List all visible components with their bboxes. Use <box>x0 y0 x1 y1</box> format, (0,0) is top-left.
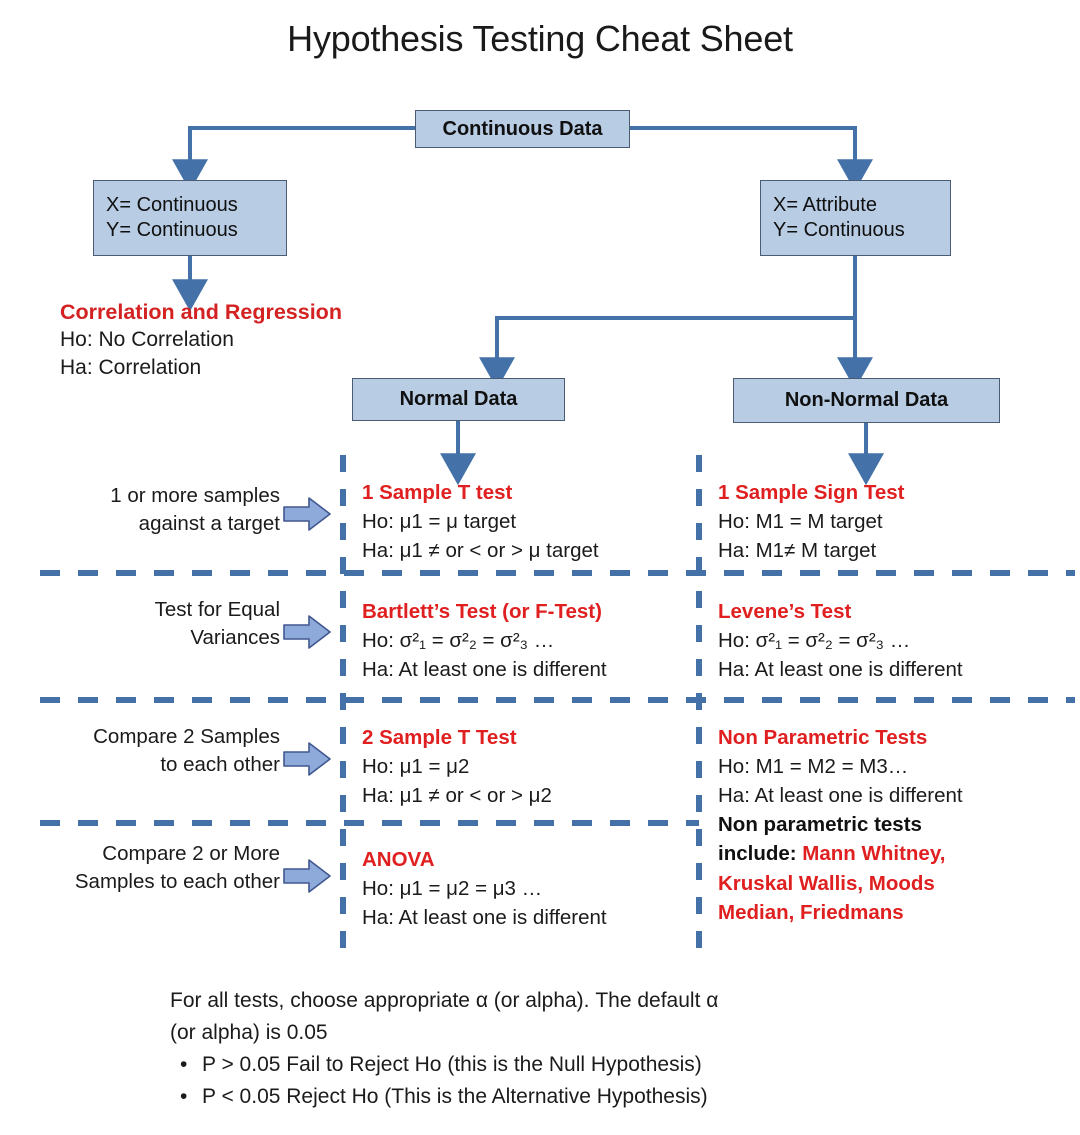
scenario-label-1-line2: Variances <box>190 625 280 649</box>
correlation-ho: Ho: No Correlation <box>60 328 234 352</box>
test-ha: Ha: At least one is different <box>362 658 607 682</box>
test-ho: Ho: μ1 = μ2 <box>362 755 470 779</box>
scenario-label-3-line1: Compare 2 or More <box>102 842 280 865</box>
node-xc-line2: Y= Continuous <box>106 219 238 241</box>
footer-line-2: (or alpha) is 0.05 <box>170 1020 328 1044</box>
node-xc-line1: X= Continuous <box>106 194 238 216</box>
test-heading: Bartlett’s Test (or F-Test) <box>362 600 602 623</box>
footer-bullet-1: P > 0.05 Fail to Reject Ho (this is the … <box>180 1049 970 1081</box>
test-cell-nonnormal-levenes: Levene’s Test Ho: σ²₁ = σ²₂ = σ²₃ … Ha: … <box>718 597 1070 684</box>
test-ho-terms: σ²₁ = σ²₂ = σ²₃ … <box>399 629 555 653</box>
test-ha: Ha: μ1 ≠ or < or > μ target <box>362 539 599 563</box>
right-block-arrow-icon <box>283 497 331 531</box>
test-heading: 2 Sample T Test <box>362 726 517 749</box>
node-x-continuous-y-continuous: X= Continuous Y= Continuous <box>93 180 287 256</box>
test-heading: Levene’s Test <box>718 600 852 623</box>
node-normal-data-label: Normal Data <box>399 388 518 410</box>
test-ho: Ho: μ1 = μ2 = μ3 … <box>362 877 543 901</box>
correlation-ha: Ha: Correlation <box>60 356 202 380</box>
test-ho-prefix: Ho: <box>362 629 400 653</box>
footer-bullet-list: P > 0.05 Fail to Reject Ho (this is the … <box>170 1049 970 1113</box>
nonparametric-note-tests-line3: Median, Friedmans <box>718 900 904 924</box>
node-non-normal-data: Non-Normal Data <box>733 378 1000 423</box>
test-ho: Ho: M1 = M2 = M3… <box>718 755 909 779</box>
test-cell-normal-1-sample-t: 1 Sample T test Ho: μ1 = μ target Ha: μ1… <box>362 478 692 565</box>
footer-line-1: For all tests, choose appropriate α (or … <box>170 989 719 1012</box>
scenario-label-test-for-equal-variances: Test for Equal Variances <box>30 596 280 652</box>
nonparametric-note-tests-line1: Mann Whitney, <box>802 842 946 866</box>
page-title: Hypothesis Testing Cheat Sheet <box>287 18 793 59</box>
test-ho: Ho: μ1 = μ target <box>362 510 517 534</box>
correlation-heading: Correlation and Regression <box>60 300 342 324</box>
test-ha: Ha: M1≠ M target <box>718 539 877 563</box>
test-ho: Ho: M1 = M target <box>718 510 883 534</box>
node-non-normal-data-label: Non-Normal Data <box>784 389 949 411</box>
nonparametric-note-tests-line2: Kruskal Wallis, Moods <box>718 871 935 895</box>
right-block-arrow-icon <box>283 742 331 776</box>
footer-bullet-2: P < 0.05 Reject Ho (This is the Alternat… <box>180 1081 970 1113</box>
node-x-attribute-y-continuous: X= Attribute Y= Continuous <box>760 180 951 256</box>
scenario-label-1-line1: Test for Equal <box>154 598 280 621</box>
test-ha: Ha: At least one is different <box>362 906 607 930</box>
node-xa-line2: Y= Continuous <box>773 219 905 241</box>
scenario-label-2-line1: Compare 2 Samples <box>93 725 280 748</box>
right-block-arrow-icon <box>283 615 331 649</box>
scenario-label-compare-2-or-more-samples: Compare 2 or More Samples to each other <box>10 840 280 896</box>
test-cell-nonnormal-1-sample-sign: 1 Sample Sign Test Ho: M1 = M target Ha:… <box>718 478 1068 565</box>
test-ha: Ha: At least one is different <box>718 784 963 808</box>
test-heading: ANOVA <box>362 848 435 871</box>
scenario-label-1-or-more-samples: 1 or more samples against a target <box>30 482 280 538</box>
test-ho: Ho: σ²₁ = σ²₂ = σ²₃ … <box>718 626 1070 655</box>
nonparametric-note-include-label: include: <box>718 842 803 866</box>
scenario-label-0-line2: against a target <box>138 511 280 535</box>
test-ho: Ho: σ²₁ = σ²₂ = σ²₃ … <box>362 626 698 655</box>
node-normal-data: Normal Data <box>352 378 565 421</box>
test-heading: 1 Sample T test <box>362 481 513 504</box>
nonparametric-note-line1: Non parametric tests <box>718 813 922 837</box>
test-ho-terms: σ²₁ = σ²₂ = σ²₃ … <box>755 629 911 653</box>
test-ha: Ha: μ1 ≠ or < or > μ2 <box>362 784 552 808</box>
right-block-arrow-icon <box>283 859 331 893</box>
test-ho-prefix: Ho: <box>718 629 756 653</box>
test-cell-normal-2-sample-t: 2 Sample T Test Ho: μ1 = μ2 Ha: μ1 ≠ or … <box>362 723 692 810</box>
test-ha: Ha: At least one is different <box>718 658 963 682</box>
test-cell-normal-anova: ANOVA Ho: μ1 = μ2 = μ3 … Ha: At least on… <box>362 845 698 932</box>
node-xa-line1: X= Attribute <box>773 194 877 216</box>
node-continuous-data-label: Continuous Data <box>442 117 603 140</box>
scenario-label-3-line2: Samples to each other <box>74 869 280 893</box>
test-cell-nonnormal-non-parametric: Non Parametric Tests Ho: M1 = M2 = M3… H… <box>718 723 1070 927</box>
footer-notes: For all tests, choose appropriate α (or … <box>170 985 970 1113</box>
correlation-regression-block: Correlation and Regression Ho: No Correl… <box>60 298 460 382</box>
node-continuous-data: Continuous Data <box>415 110 630 148</box>
scenario-label-compare-2-samples: Compare 2 Samples to each other <box>20 723 280 779</box>
test-heading: 1 Sample Sign Test <box>718 481 905 504</box>
test-cell-normal-bartletts: Bartlett’s Test (or F-Test) Ho: σ²₁ = σ²… <box>362 597 698 684</box>
test-heading: Non Parametric Tests <box>718 726 928 749</box>
scenario-label-2-line2: to each other <box>160 752 280 776</box>
nonparametric-note-line2: include: Mann Whitney, <box>718 839 1070 868</box>
scenario-label-0-line1: 1 or more samples <box>110 484 280 507</box>
